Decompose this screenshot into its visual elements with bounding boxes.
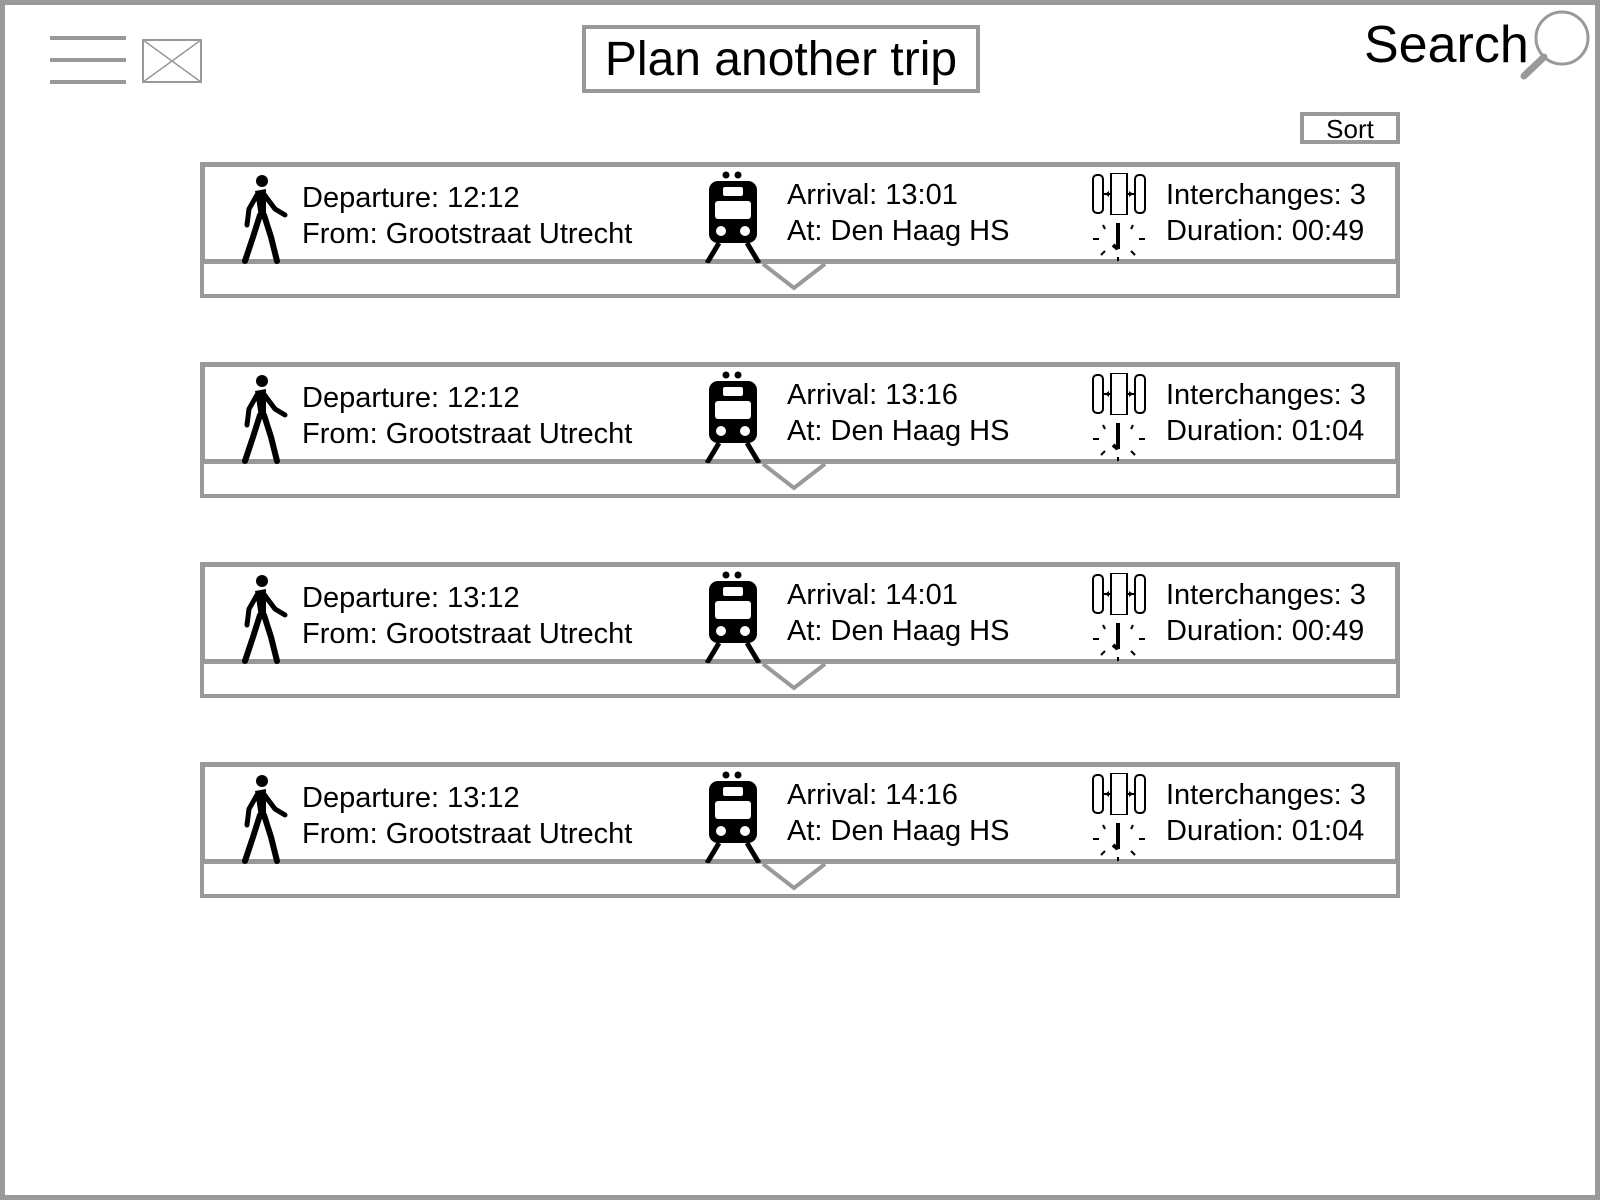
arrival-station: At: Den Haag HS bbox=[787, 815, 1010, 847]
interchanges-count: Interchanges: 3 bbox=[1166, 579, 1366, 611]
interchanges-count: Interchanges: 3 bbox=[1166, 179, 1366, 211]
walking-person-icon bbox=[242, 575, 288, 664]
clock-icon bbox=[1093, 623, 1145, 661]
interchange-icon bbox=[1092, 173, 1146, 215]
chevron-down-icon bbox=[761, 862, 827, 891]
clock-icon bbox=[1093, 423, 1145, 461]
departure-location: From: Grootstraat Utrecht bbox=[302, 418, 633, 450]
chevron-down-icon bbox=[761, 262, 827, 291]
arrival-time: Arrival: 14:16 bbox=[787, 779, 958, 811]
arrival-station: At: Den Haag HS bbox=[787, 215, 1010, 247]
train-icon bbox=[704, 571, 762, 663]
search-label[interactable]: Search bbox=[1364, 16, 1529, 74]
train-icon bbox=[704, 771, 762, 863]
trip-expand-toggle[interactable] bbox=[200, 462, 1400, 498]
interchanges-count: Interchanges: 3 bbox=[1166, 379, 1366, 411]
departure-time: Departure: 12:12 bbox=[302, 182, 520, 214]
trip-item[interactable]: Departure: 13:12 From: Grootstraat Utrec… bbox=[200, 762, 1400, 898]
arrival-time: Arrival: 13:16 bbox=[787, 379, 958, 411]
hamburger-menu-icon[interactable] bbox=[50, 36, 126, 84]
trip-card: Departure: 12:12 From: Grootstraat Utrec… bbox=[200, 362, 1400, 464]
arrival-station: At: Den Haag HS bbox=[787, 415, 1010, 447]
train-icon bbox=[704, 171, 762, 263]
walking-person-icon bbox=[242, 175, 288, 264]
train-icon bbox=[704, 371, 762, 463]
trip-expand-toggle[interactable] bbox=[200, 662, 1400, 698]
departure-location: From: Grootstraat Utrecht bbox=[302, 218, 633, 250]
chevron-down-icon bbox=[761, 462, 827, 491]
chevron-down-icon bbox=[761, 662, 827, 691]
departure-time: Departure: 12:12 bbox=[302, 382, 520, 414]
trip-duration: Duration: 01:04 bbox=[1166, 415, 1365, 447]
sort-button[interactable]: Sort bbox=[1300, 112, 1400, 144]
trip-card: Departure: 13:12 From: Grootstraat Utrec… bbox=[200, 762, 1400, 864]
interchange-icon bbox=[1092, 573, 1146, 615]
arrival-time: Arrival: 13:01 bbox=[787, 179, 958, 211]
walking-person-icon bbox=[242, 375, 288, 464]
clock-icon bbox=[1093, 223, 1145, 261]
trip-card: Departure: 12:12 From: Grootstraat Utrec… bbox=[200, 162, 1400, 264]
interchanges-count: Interchanges: 3 bbox=[1166, 779, 1366, 811]
walking-person-icon bbox=[242, 775, 288, 864]
plan-another-trip-button[interactable]: Plan another trip bbox=[582, 25, 980, 93]
interchange-icon bbox=[1092, 373, 1146, 415]
interchange-icon bbox=[1092, 773, 1146, 815]
image-placeholder-icon bbox=[142, 39, 202, 83]
trip-item[interactable]: Departure: 12:12 From: Grootstraat Utrec… bbox=[200, 162, 1400, 298]
trip-expand-toggle[interactable] bbox=[200, 262, 1400, 298]
trip-item[interactable]: Departure: 12:12 From: Grootstraat Utrec… bbox=[200, 362, 1400, 498]
trip-card: Departure: 13:12 From: Grootstraat Utrec… bbox=[200, 562, 1400, 664]
arrival-station: At: Den Haag HS bbox=[787, 615, 1010, 647]
clock-icon bbox=[1093, 823, 1145, 861]
trip-duration: Duration: 00:49 bbox=[1166, 615, 1365, 647]
departure-location: From: Grootstraat Utrecht bbox=[302, 818, 633, 850]
departure-time: Departure: 13:12 bbox=[302, 582, 520, 614]
search-icon[interactable] bbox=[1520, 8, 1592, 80]
departure-location: From: Grootstraat Utrecht bbox=[302, 618, 633, 650]
departure-time: Departure: 13:12 bbox=[302, 782, 520, 814]
trip-duration: Duration: 01:04 bbox=[1166, 815, 1365, 847]
trip-item[interactable]: Departure: 13:12 From: Grootstraat Utrec… bbox=[200, 562, 1400, 698]
trip-expand-toggle[interactable] bbox=[200, 862, 1400, 898]
trip-duration: Duration: 00:49 bbox=[1166, 215, 1365, 247]
arrival-time: Arrival: 14:01 bbox=[787, 579, 958, 611]
